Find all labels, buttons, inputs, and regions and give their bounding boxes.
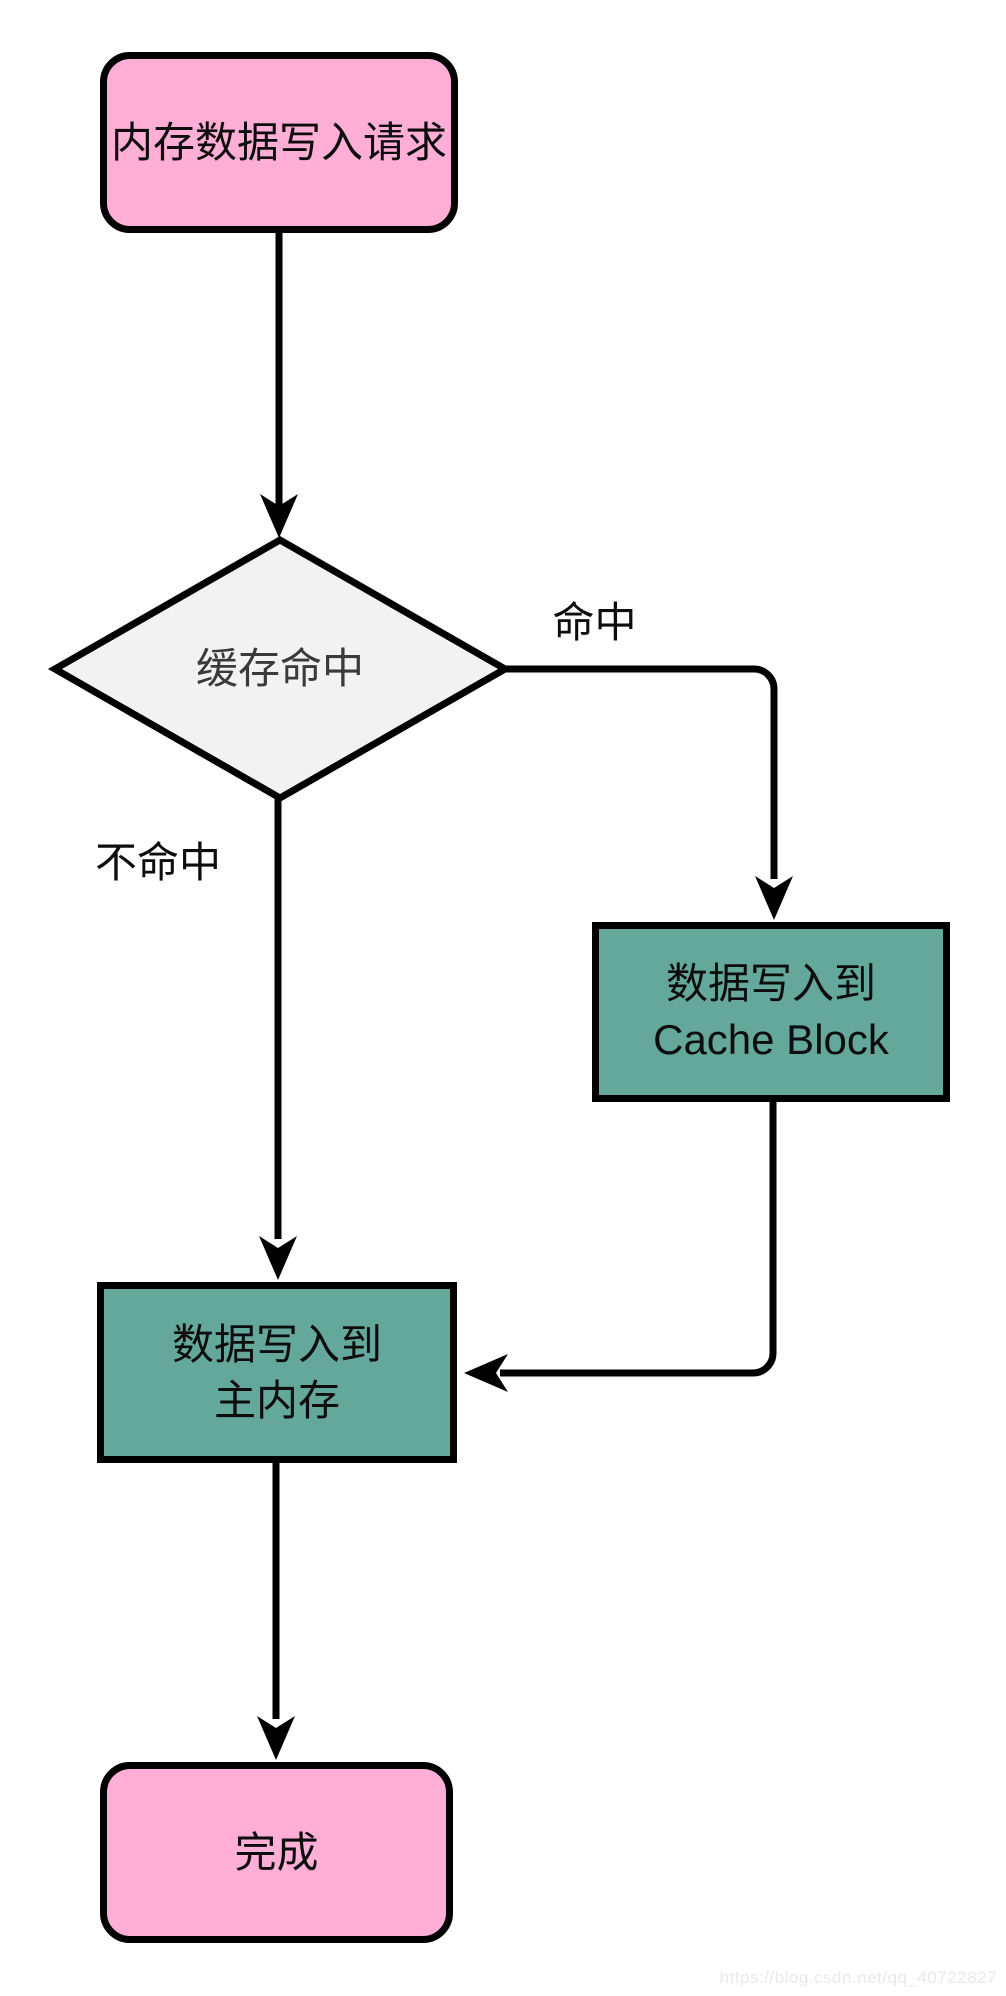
start-node: 内存数据写入请求 <box>100 52 458 233</box>
done-node-label: 完成 <box>234 1828 319 1876</box>
arrowhead-main-memory-to-done <box>257 1716 295 1760</box>
arrowhead-cache-block-to-main-memory <box>464 1354 508 1392</box>
cache-block-node-line2: Cache Block <box>653 1016 889 1063</box>
arrowhead-decision-to-cache-block <box>755 876 793 920</box>
arrowhead-start-to-decision <box>260 494 298 538</box>
hit-edge-label: 命中 <box>552 599 637 646</box>
edge-decision-to-cache-block <box>505 665 778 879</box>
arrowhead-decision-to-main-memory <box>259 1236 297 1280</box>
watermark-text: https://blog.csdn.net/qq_40722827 <box>719 1968 997 1987</box>
main-memory-node-line2: 主内存 <box>213 1376 340 1424</box>
edge-cache-block-to-main-memory <box>500 1102 777 1377</box>
done-node: 完成 <box>100 1762 453 1943</box>
main-memory-node-line1: 数据写入到 <box>171 1320 382 1368</box>
decision-node-label: 缓存命中 <box>195 645 364 692</box>
cache-block-node-line1: 数据写入到 <box>665 960 876 1007</box>
cache-block-node: 数据写入到 Cache Block <box>592 922 950 1102</box>
main-memory-node: 数据写入到 主内存 <box>97 1282 457 1463</box>
start-node-label: 内存数据写入请求 <box>110 118 447 166</box>
miss-edge-label: 不命中 <box>95 839 222 886</box>
